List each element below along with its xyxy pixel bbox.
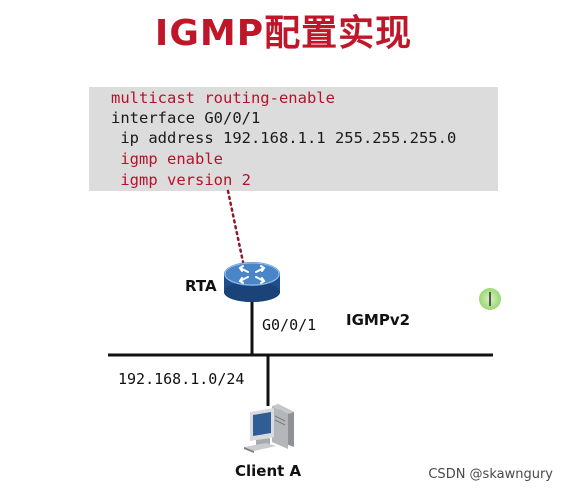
config-pointer-line — [226, 189, 245, 264]
config-line: multicast routing-enable — [111, 89, 335, 107]
config-line: ip address 192.168.1.1 255.255.255.0 — [111, 129, 457, 147]
config-line: igmp enable — [111, 150, 223, 168]
protocol-label: IGMPv2 — [346, 311, 411, 329]
config-line: interface G0/0/1 — [111, 109, 261, 127]
interface-label: G0/0/1 — [262, 316, 317, 334]
config-line: igmp version 2 — [111, 171, 251, 189]
pc-icon — [244, 404, 294, 453]
subnet-label: 192.168.1.0/24 — [118, 370, 245, 388]
router-label: RTA — [185, 277, 217, 295]
page-title: IGMP配置实现 — [154, 13, 413, 54]
text-cursor-icon — [479, 288, 501, 310]
watermark: CSDN @skawngury — [428, 467, 553, 482]
client-label: Client A — [235, 462, 302, 480]
config-panel: multicast routing-enable interface G0/0/… — [89, 87, 498, 191]
router-icon — [224, 262, 280, 302]
